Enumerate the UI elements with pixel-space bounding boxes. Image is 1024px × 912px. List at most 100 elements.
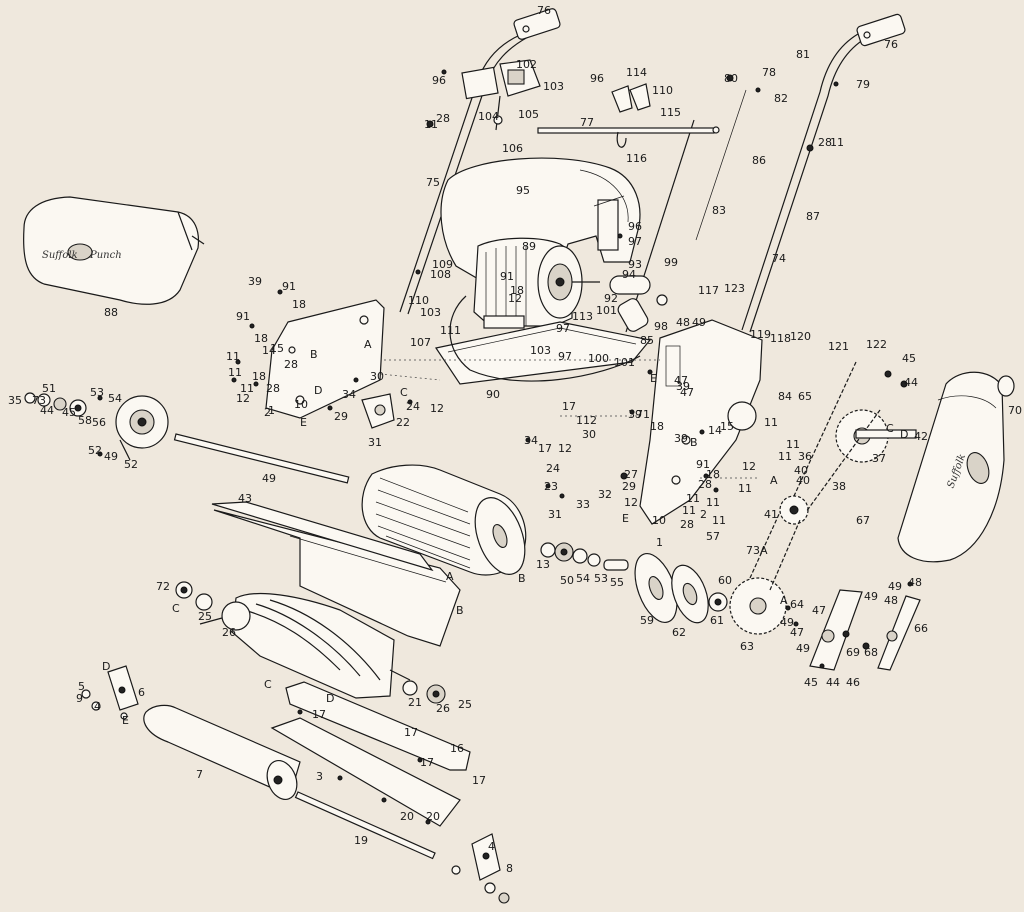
part-label: 99 [664,256,678,269]
part-label: 18 [292,298,306,311]
part-label: 53 [594,572,608,585]
part-label: 91 [236,310,250,323]
part-label: 75 [426,176,440,189]
part-label: 120 [790,330,811,343]
part-label: 104 [478,110,499,123]
part-label: 110 [652,84,673,97]
part-label: 11 [830,136,844,149]
part-label: 6 [138,686,145,699]
part-label: 18 [254,332,268,345]
part-label: 44 [826,676,840,689]
part-label: 90 [486,388,500,401]
part-label: 23 [544,480,558,493]
part-label: 101 [614,356,635,369]
part-label: 44 [40,404,54,417]
part-label: 9 [76,692,83,705]
part-label: 13 [536,558,550,571]
part-label: 122 [866,338,887,351]
part-label: C [886,422,894,435]
part-label: 108 [430,268,451,281]
side-plate-left [265,299,385,419]
part-label: 10 [652,514,666,527]
part-label: 91 [500,270,514,283]
part-label: 18 [510,284,524,297]
sprocket-64 [729,577,787,635]
part-label: 30 [582,428,596,441]
shaft-42 [855,429,917,439]
part-label: 84 [778,390,792,403]
part-label: 48 [676,316,690,329]
part-label: 103 [530,344,551,357]
scraper-plate [211,501,461,647]
part-label: 91 [282,280,296,293]
part-label: 97 [628,235,642,248]
part-label: 12 [236,392,250,405]
part-label: 18 [650,420,664,433]
part-label: 73 [32,394,46,407]
pulley-60 [671,564,709,624]
bearing-stack-right [540,542,629,571]
part-label: C [172,602,180,615]
part-label: 97 [556,322,570,335]
part-label: 49 [796,642,810,655]
part-label: 80 [724,72,738,85]
part-label: 118 [770,332,791,345]
part-label: B [456,604,464,617]
part-label: 15 [270,342,284,355]
part-label: 18 [706,468,720,481]
part-label: 12 [430,402,444,415]
part-label: 100 [588,352,609,365]
part-label: 112 [576,414,597,427]
part-label: 87 [806,210,820,223]
part-label: 105 [518,108,539,121]
part-label: 47 [790,626,804,639]
part-label: 29 [334,410,348,423]
cutting-cylinder [199,592,411,699]
lever-67 [877,595,921,671]
part-label: 45 [902,352,916,365]
part-label: 98 [654,320,668,333]
part-label: D [314,384,322,397]
part-label: 110 [408,294,429,307]
part-label: 115 [660,106,681,119]
part-label: 24 [546,462,560,475]
part-label: 65 [798,390,812,403]
pulley-61 [634,553,678,623]
drive-drum-51 [115,395,169,461]
part-label: 49 [888,580,902,593]
part-label: 28 [698,478,712,491]
part-label: 39 [674,432,688,445]
part-label: 68 [864,646,878,659]
part-label: 33 [576,498,590,511]
part-label: 88 [104,306,118,319]
bearing-63 [708,592,728,612]
part-label: 2 [700,508,707,521]
control-rod-83 [625,119,695,333]
part-label: 24 [406,400,420,413]
part-label: 34 [342,388,356,401]
motor-plate [435,295,652,385]
part-label: E [650,372,657,385]
part-label: 72 [156,580,170,593]
part-label: 11 [764,416,778,429]
part-label: 11 [786,438,800,451]
part-label: 11 [226,350,240,363]
part-label: 27 [624,468,638,481]
part-label: 28 [818,136,832,149]
part-label: 17 [472,774,486,787]
part-label: 41 [764,508,778,521]
part-label: 71 [636,408,650,421]
part-label: 3 [316,770,323,783]
part-label: A [446,570,454,583]
part-label: 28 [436,112,450,125]
part-label: 54 [108,392,122,405]
part-label: 22 [396,416,410,429]
part-label: 52 [124,458,138,471]
part-label: 59 [640,614,654,627]
part-label: 28 [284,358,298,371]
part-label: 39 [628,408,642,421]
part-label: 58 [78,414,92,427]
part-label: 4 [94,700,101,713]
front-roller [143,704,301,800]
